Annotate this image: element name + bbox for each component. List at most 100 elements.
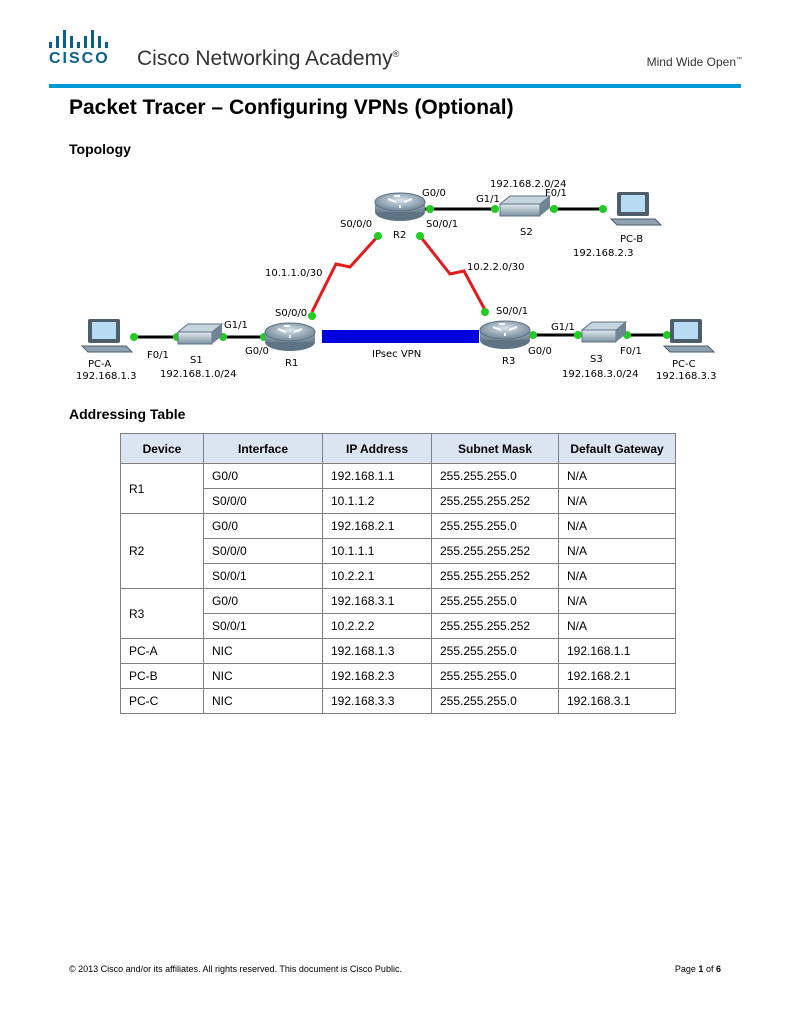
footer-copyright: © 2013 Cisco and/or its affiliates. All … (69, 964, 402, 974)
label-pcb-ip: 192.168.2.3 (573, 248, 633, 259)
serial-links (310, 234, 487, 313)
label-r2: R2 (393, 230, 406, 241)
table-header-row: Device Interface IP Address Subnet Mask … (120, 433, 676, 464)
subnet-mask-cell: 255.255.255.0 (431, 688, 559, 714)
subnet-mask-cell: 255.255.255.0 (431, 588, 559, 614)
device-cell: R3 (120, 588, 204, 639)
label-s2-f01: F0/1 (545, 188, 567, 199)
subnet-mask-cell: 255.255.255.0 (431, 638, 559, 664)
ip-address-cell: 192.168.2.3 (322, 663, 432, 689)
label-r1: R1 (285, 358, 298, 369)
label-r1-g00: G0/0 (245, 346, 269, 357)
label-r3-s001: S0/0/1 (496, 306, 528, 317)
topology-diagram: G0/0 S0/0/0 R2 S0/0/1 192.168.2.0/24 G1/… (76, 179, 716, 382)
device-cell: R1 (120, 463, 204, 514)
cisco-wordmark: CISCO (49, 50, 110, 67)
ip-address-cell: 192.168.3.3 (322, 688, 432, 714)
switch-icon-s2 (498, 195, 552, 217)
label-r2-s000: S0/0/0 (340, 219, 372, 230)
subnet-mask-cell: 255.255.255.0 (431, 663, 559, 689)
label-lan2: 192.168.2.0/24 (490, 179, 567, 190)
pc-icon-pcc (662, 319, 716, 353)
label-s1-g11: G1/1 (224, 320, 248, 331)
label-pcb: PC-B (620, 234, 643, 245)
ip-address-cell: 192.168.1.1 (322, 463, 432, 489)
subnet-mask-cell: 255.255.255.0 (431, 463, 559, 489)
link-status-dots (130, 205, 671, 341)
label-lan1: 192.168.1.0/24 (160, 369, 237, 380)
label-lan3: 192.168.3.0/24 (562, 369, 639, 380)
page-title: Packet Tracer – Configuring VPNs (Option… (69, 96, 514, 119)
pc-icon-pcb (609, 192, 663, 226)
col-device: Device (120, 433, 204, 464)
label-s3: S3 (590, 354, 603, 365)
subnet-mask-cell: 255.255.255.252 (431, 613, 559, 639)
device-cell: PC-C (120, 688, 204, 714)
addressing-table: Device Interface IP Address Subnet Mask … (120, 433, 676, 714)
label-s1: S1 (190, 355, 203, 366)
interface-cell: NIC (203, 638, 323, 664)
label-s2: S2 (520, 227, 533, 238)
footer-page-number: Page 1 of 6 (674, 964, 721, 974)
gateway-cell: 192.168.2.1 (558, 663, 676, 689)
label-r2-s001: S0/0/1 (426, 219, 458, 230)
topology-heading: Topology (69, 141, 131, 157)
ip-address-cell: 10.1.1.2 (322, 488, 432, 514)
ip-address-cell: 10.1.1.1 (322, 538, 432, 564)
device-cell: R2 (120, 513, 204, 589)
ip-address-cell: 192.168.2.1 (322, 513, 432, 539)
ip-address-cell: 10.2.2.2 (322, 613, 432, 639)
interface-cell: S0/0/1 (203, 613, 323, 639)
pc-icon-pca (80, 319, 134, 353)
tagline: Mind Wide Open™ (646, 55, 742, 69)
device-cell: PC-B (120, 663, 204, 689)
switch-icon-s1 (176, 323, 224, 345)
interface-cell: G0/0 (203, 463, 323, 489)
label-s1-f01: F0/1 (147, 350, 169, 361)
gateway-cell: 192.168.1.1 (558, 638, 676, 664)
cisco-logo-icon (49, 30, 108, 48)
ip-address-cell: 192.168.1.3 (322, 638, 432, 664)
page-header: CISCO Cisco Networking Academy® Mind Wid… (0, 0, 791, 88)
switch-icon-s3 (580, 321, 628, 343)
label-s2-g11: G1/1 (476, 194, 500, 205)
gateway-cell: N/A (558, 488, 676, 514)
gateway-cell: 192.168.3.1 (558, 688, 676, 714)
router-icon-r3 (479, 320, 531, 349)
gateway-cell: N/A (558, 538, 676, 564)
col-default-gateway: Default Gateway (558, 433, 676, 464)
addressing-heading: Addressing Table (69, 406, 186, 422)
interface-cell: NIC (203, 688, 323, 714)
subnet-mask-cell: 255.255.255.252 (431, 488, 559, 514)
gateway-cell: N/A (558, 613, 676, 639)
label-r2-g00: G0/0 (422, 188, 446, 199)
label-vpn: IPsec VPN (372, 349, 421, 360)
subnet-mask-cell: 255.255.255.252 (431, 563, 559, 589)
device-cell: PC-A (120, 638, 204, 664)
vpn-tunnel (322, 330, 479, 343)
gateway-cell: N/A (558, 588, 676, 614)
interface-cell: S0/0/1 (203, 563, 323, 589)
col-subnet-mask: Subnet Mask (431, 433, 559, 464)
interface-cell: G0/0 (203, 588, 323, 614)
col-interface: Interface (203, 433, 323, 464)
gateway-cell: N/A (558, 563, 676, 589)
label-r1-s000: S0/0/0 (275, 308, 307, 319)
col-ip-address: IP Address (322, 433, 432, 464)
label-pca: PC-A (88, 359, 111, 370)
gateway-cell: N/A (558, 463, 676, 489)
interface-cell: G0/0 (203, 513, 323, 539)
router-icon-r1 (264, 322, 316, 351)
label-pcc: PC-C (672, 359, 696, 370)
label-pca-ip: 192.168.1.3 (76, 371, 136, 382)
label-wan12: 10.1.1.0/30 (265, 268, 322, 279)
subnet-mask-cell: 255.255.255.0 (431, 513, 559, 539)
